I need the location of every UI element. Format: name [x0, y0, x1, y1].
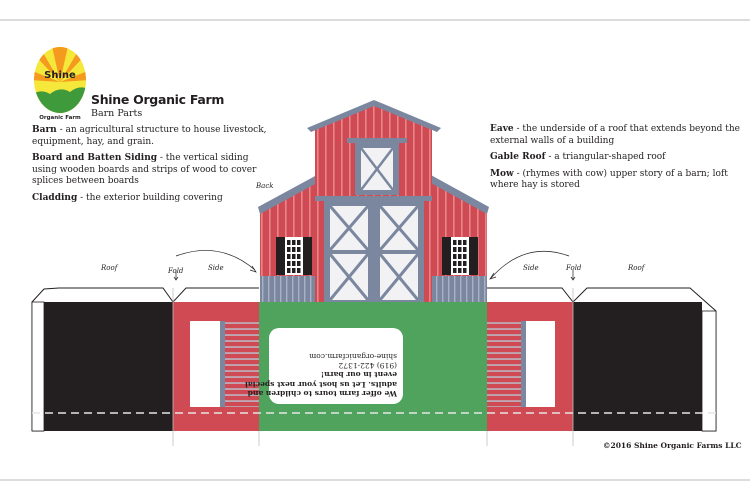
left-side-sliding-door [225, 321, 259, 407]
label-fold-left: Fold [168, 267, 184, 275]
page-subtitle: Barn Parts [91, 108, 143, 119]
logo-bottom-text: Organic Farm [39, 115, 81, 121]
right-window [442, 237, 478, 275]
page-title: Shine Organic Farm [91, 92, 225, 107]
definition-cladding: Cladding - the exterior building coverin… [32, 192, 223, 203]
right-side-sliding-door [487, 321, 521, 407]
right-roof-panel [573, 302, 702, 431]
definitions-right: Eave - the underside of a roof that exte… [490, 124, 740, 197]
right-side-door-opening [526, 321, 555, 407]
label-fold-right: Fold [566, 264, 582, 272]
logo-top-text: Shine [44, 70, 76, 81]
left-glue-flap [31, 301, 45, 432]
top-border [0, 19, 750, 21]
definition-board-and-batten: Board and Batten Siding - the vertical s… [32, 153, 257, 186]
left-roof-panel [44, 302, 173, 431]
fold-guides [172, 288, 574, 446]
label-roof-left: Roof [101, 264, 118, 272]
label-back: Back [256, 182, 274, 190]
copyright: ©2016 Shine Organic Farms LLC [603, 441, 742, 450]
bottom-border [0, 479, 750, 481]
promo-card: We offer farm tours to children and adul… [245, 328, 403, 404]
label-side-left: Side [208, 264, 224, 272]
definition-barn: Barn - an agricultural structure to hous… [32, 125, 267, 147]
left-side-door-opening [190, 321, 220, 407]
definition-eave: Eave - the underside of a roof that exte… [490, 124, 741, 146]
definition-gable-roof: Gable Roof - a triangular-shaped roof [490, 152, 666, 162]
barn-front [258, 100, 489, 302]
left-window [276, 237, 312, 275]
definitions-left: Barn - an agricultural structure to hous… [32, 125, 267, 209]
promo-text: We offer farm tours to children and adul… [245, 351, 397, 398]
shine-logo: Shine Organic Farm [34, 47, 86, 121]
label-roof-right: Roof [628, 264, 645, 272]
label-side-right: Side [523, 264, 539, 272]
fold-arrows [173, 250, 576, 281]
definition-mow: Mow - (rhymes with cow) upper story of a… [490, 168, 728, 191]
